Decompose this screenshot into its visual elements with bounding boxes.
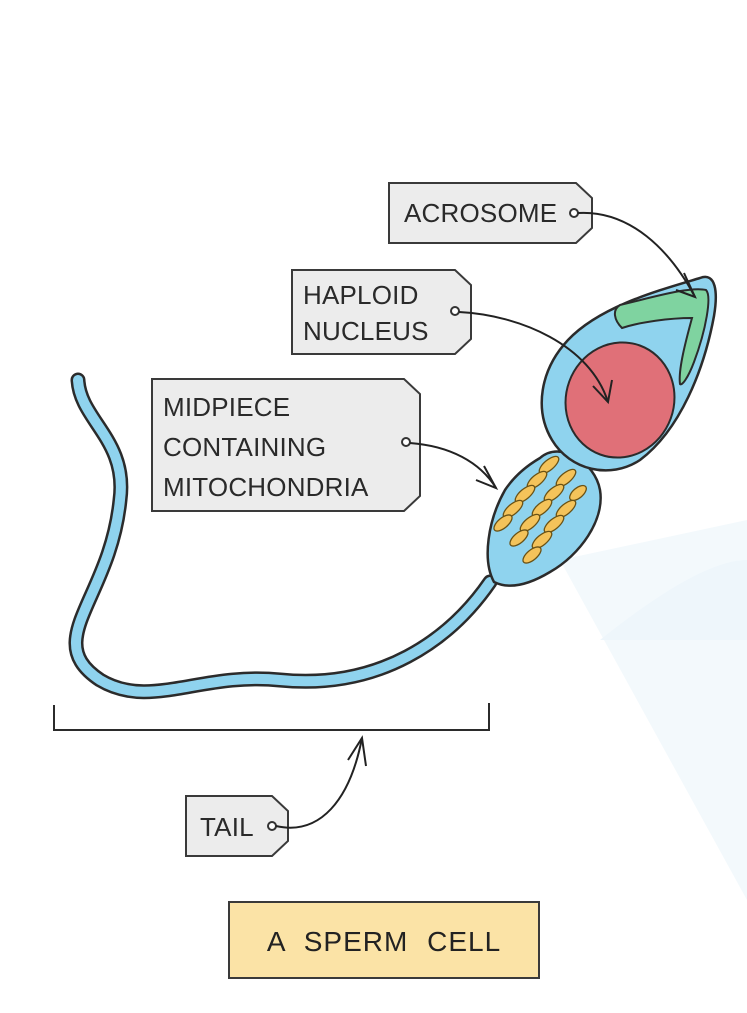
label-acrosome-text: ACROSOME (404, 198, 557, 228)
label-tail: TAIL (185, 795, 289, 857)
label-midpiece-line3: MITOCHONDRIA (163, 472, 369, 502)
label-midpiece-line1: MIDPIECE (163, 392, 290, 422)
arrow-tail (275, 735, 367, 829)
arrow-nucleus (458, 311, 613, 405)
watermark (560, 520, 747, 900)
midpiece (486, 450, 602, 587)
title-box: A SPERM CELL (228, 901, 540, 979)
acrosome (614, 288, 710, 386)
label-nucleus-line1: HAPLOID (303, 280, 419, 310)
label-nucleus-line2: NUCLEUS (303, 316, 429, 346)
tail-bracket (53, 703, 490, 731)
mitochondria (493, 455, 587, 564)
label-midpiece: MIDPIECE CONTAINING MITOCHONDRIA (151, 378, 421, 512)
diagram-title: A SPERM CELL (267, 926, 501, 957)
label-nucleus: HAPLOID NUCLEUS (291, 269, 472, 355)
label-acrosome: ACROSOME (388, 182, 593, 244)
label-midpiece-line2: CONTAINING (163, 432, 326, 462)
label-tail-text: TAIL (200, 812, 254, 842)
arrow-midpiece (409, 442, 499, 490)
arrow-acrosome (577, 211, 697, 299)
